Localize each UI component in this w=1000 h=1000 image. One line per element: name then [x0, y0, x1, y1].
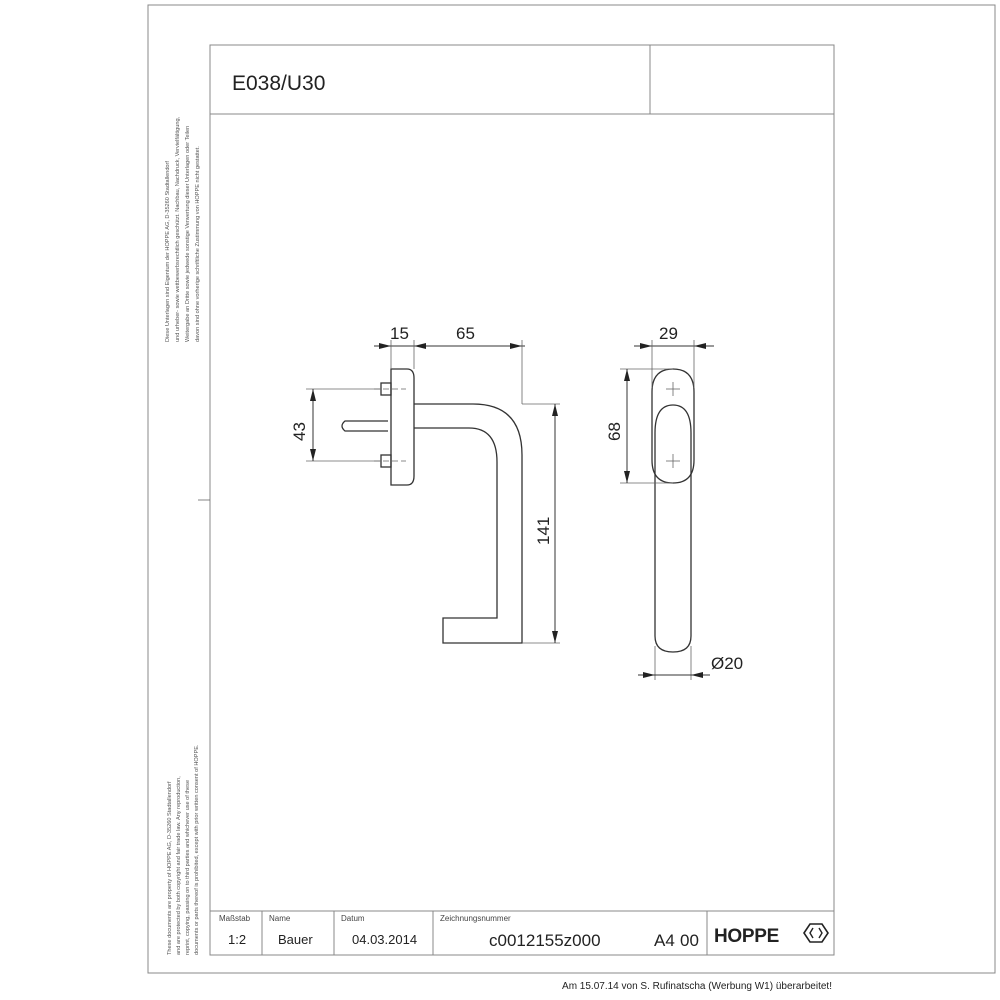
handle-outer-contour	[414, 403, 523, 644]
sheet-border	[147, 4, 996, 974]
revision-index: 00	[680, 931, 699, 950]
arrow-15-right	[414, 343, 426, 349]
handle-front-view	[651, 368, 695, 653]
arrow-43-bottom	[310, 449, 316, 461]
scale-label: Maßstab	[219, 914, 251, 923]
arrow-65-right	[510, 343, 522, 349]
scale-value: 1:2	[228, 932, 246, 947]
legal-text-en: These documents are property of HOPPE AG…	[167, 744, 200, 955]
rose-plate	[390, 368, 415, 486]
date-value: 04.03.2014	[352, 932, 417, 947]
arrow-20-left	[643, 672, 655, 678]
date-label: Datum	[341, 914, 365, 923]
sheet-format: A4	[654, 931, 675, 950]
legal-de-line-2: und urheber- sowie wettbewerbsrechtlich …	[175, 116, 181, 342]
arrow-15-left	[379, 343, 391, 349]
handle-side-view	[341, 368, 523, 644]
legal-en-line-3: reprint, copying, passing on to third pa…	[185, 780, 191, 955]
name-value: Bauer	[278, 932, 313, 947]
dim-68-label: 68	[605, 422, 624, 441]
dim-20-label: Ø20	[711, 654, 743, 673]
legal-de-line-3: Weitergabe an Dritte sowie jedwede sonst…	[185, 126, 191, 342]
legal-en-line-1: These documents are property of HOPPE AG…	[167, 781, 173, 955]
arrow-141-top	[552, 404, 558, 416]
dim-65-label: 65	[456, 324, 475, 343]
revision-note: Am 15.07.14 von S. Rufinatscha (Werbung …	[562, 981, 832, 992]
front-rose-outline	[651, 368, 695, 484]
legal-de-line-4: davon sind ohne vorherige schriftliche Z…	[195, 146, 201, 342]
arrow-141-bottom	[552, 631, 558, 643]
dimension-29: 29	[634, 324, 714, 388]
dim-141-label: 141	[534, 517, 553, 545]
hoppe-emblem-icon	[803, 923, 829, 943]
front-grip-outline	[654, 404, 692, 653]
spindle	[341, 420, 388, 432]
dimension-diameter-20: Ø20	[638, 646, 743, 680]
dimension-141: 141	[522, 403, 560, 644]
dimension-width-side: 15 65	[374, 324, 525, 404]
title-block: Maßstab 1:2 Name Bauer Datum 04.03.2014 …	[210, 910, 834, 955]
hoppe-logo: HOPPE	[714, 923, 829, 947]
name-label: Name	[269, 914, 291, 923]
drawing-title: E038/U30	[232, 72, 325, 95]
arrow-68-top	[624, 369, 630, 381]
dim-43-label: 43	[290, 422, 309, 441]
arrow-29-right	[694, 343, 706, 349]
legal-text-de: Diese Unterlagen sind Eigentum der HOPPE…	[165, 116, 201, 342]
dimension-43: 43	[290, 388, 381, 462]
arrow-43-top	[310, 389, 316, 401]
arrow-68-bottom	[624, 471, 630, 483]
drawing-number-label: Zeichnungsnummer	[440, 914, 511, 923]
legal-en-line-2: and are protected by both copyright and …	[176, 776, 182, 955]
legal-en-line-4: documents or parts thereof is prohibited…	[194, 744, 200, 955]
arrow-29-left	[640, 343, 652, 349]
dim-15-label: 15	[390, 324, 409, 343]
dimension-68: 68	[605, 368, 673, 484]
arrow-20-right	[691, 672, 703, 678]
hoppe-wordmark: HOPPE	[714, 926, 779, 947]
dim-29-label: 29	[659, 324, 678, 343]
drawing-number-value: c0012155z000	[489, 931, 601, 950]
legal-de-line-1: Diese Unterlagen sind Eigentum der HOPPE…	[165, 161, 171, 342]
